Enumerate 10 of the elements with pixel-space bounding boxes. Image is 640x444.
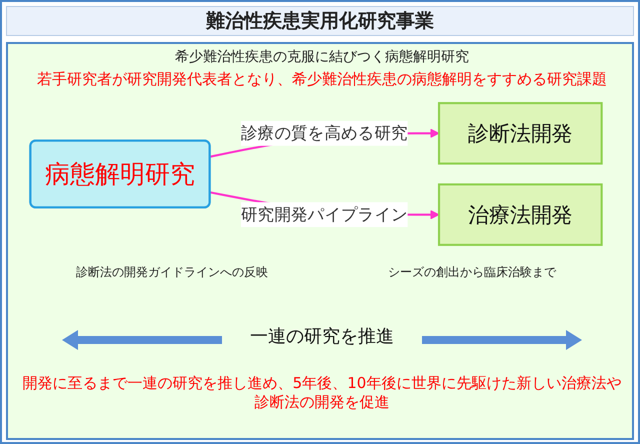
node-box: 診断法開発 xyxy=(438,102,603,165)
note-text: シーズの創出から臨床治験まで xyxy=(387,264,558,281)
node-box: 治療法開発 xyxy=(438,183,603,246)
note-text: 希少難治性疾患の克服に結びつく病態解明研究 xyxy=(174,48,470,66)
note-text: 開発に至るまで一連の研究を推し進め、5年後、10年後に世界に先駆けた新しい治療法や診断法の開発を促進 xyxy=(22,374,622,412)
edge-label: 診療の質を高める研究 xyxy=(240,122,408,143)
title: 難治性疾患実用化研究事業 xyxy=(6,6,634,36)
note-text: 診断法の開発ガイドラインへの反映 xyxy=(75,264,269,281)
edge-label: 研究開発パイプライン xyxy=(240,204,408,224)
note-text: 若手研究者が研究開発代表者となり、希少難治性疾患の病態解明をすすめる研究課題 xyxy=(36,70,608,89)
